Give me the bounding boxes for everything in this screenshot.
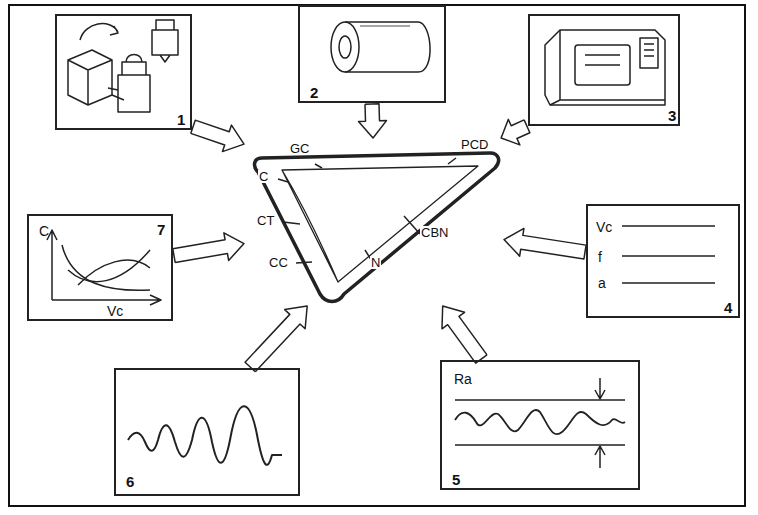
parameter-label: Vc xyxy=(596,220,612,234)
context-box: 3 xyxy=(528,14,680,126)
callout-number: 6 xyxy=(126,474,134,489)
context-box: 1 xyxy=(55,14,192,130)
axis-label: Vc xyxy=(107,304,123,318)
block-arrow xyxy=(501,119,530,145)
context-box: 2 xyxy=(298,5,446,103)
parameter-label: a xyxy=(598,276,606,290)
block-arrow xyxy=(191,120,244,151)
parameter-label: Ra xyxy=(454,372,472,386)
cutting-insert xyxy=(255,153,499,302)
block-arrow xyxy=(173,233,244,263)
grade-label: GC xyxy=(289,142,311,155)
context-box: Ra 5 xyxy=(440,360,640,490)
vibration-wave xyxy=(128,406,282,465)
grade-label: N xyxy=(370,256,381,269)
context-box: Vc fa 4 xyxy=(586,204,740,318)
value-lines xyxy=(622,226,715,283)
grade-label: CC xyxy=(268,256,289,269)
block-arrow xyxy=(442,306,487,363)
roughness-profile xyxy=(455,378,625,468)
grade-label: CT xyxy=(256,214,275,227)
cylinder-workpiece xyxy=(331,22,430,72)
grade-label: PCD xyxy=(460,138,489,151)
callout-number: 2 xyxy=(310,85,318,100)
callout-number: 4 xyxy=(724,300,732,315)
block-arrow xyxy=(359,104,387,138)
curve-chart xyxy=(47,230,161,305)
grade-label: C xyxy=(258,170,269,183)
block-arrow xyxy=(504,228,586,259)
callout-number: 7 xyxy=(157,222,165,237)
workpiece-sketch xyxy=(68,20,178,112)
parameter-label: f xyxy=(598,250,602,264)
grade-label: CBN xyxy=(420,226,449,239)
callout-number: 5 xyxy=(452,472,460,487)
context-box: 6 xyxy=(114,368,300,496)
callout-number: 3 xyxy=(668,108,676,123)
insert-node: GC PCD C CT CBN CC N xyxy=(242,136,506,308)
machine-tool xyxy=(545,30,665,105)
callout-number: 1 xyxy=(177,112,185,127)
block-arrow xyxy=(245,306,307,372)
axis-label: C xyxy=(39,224,49,238)
context-box: C Vc 7 xyxy=(27,214,173,321)
